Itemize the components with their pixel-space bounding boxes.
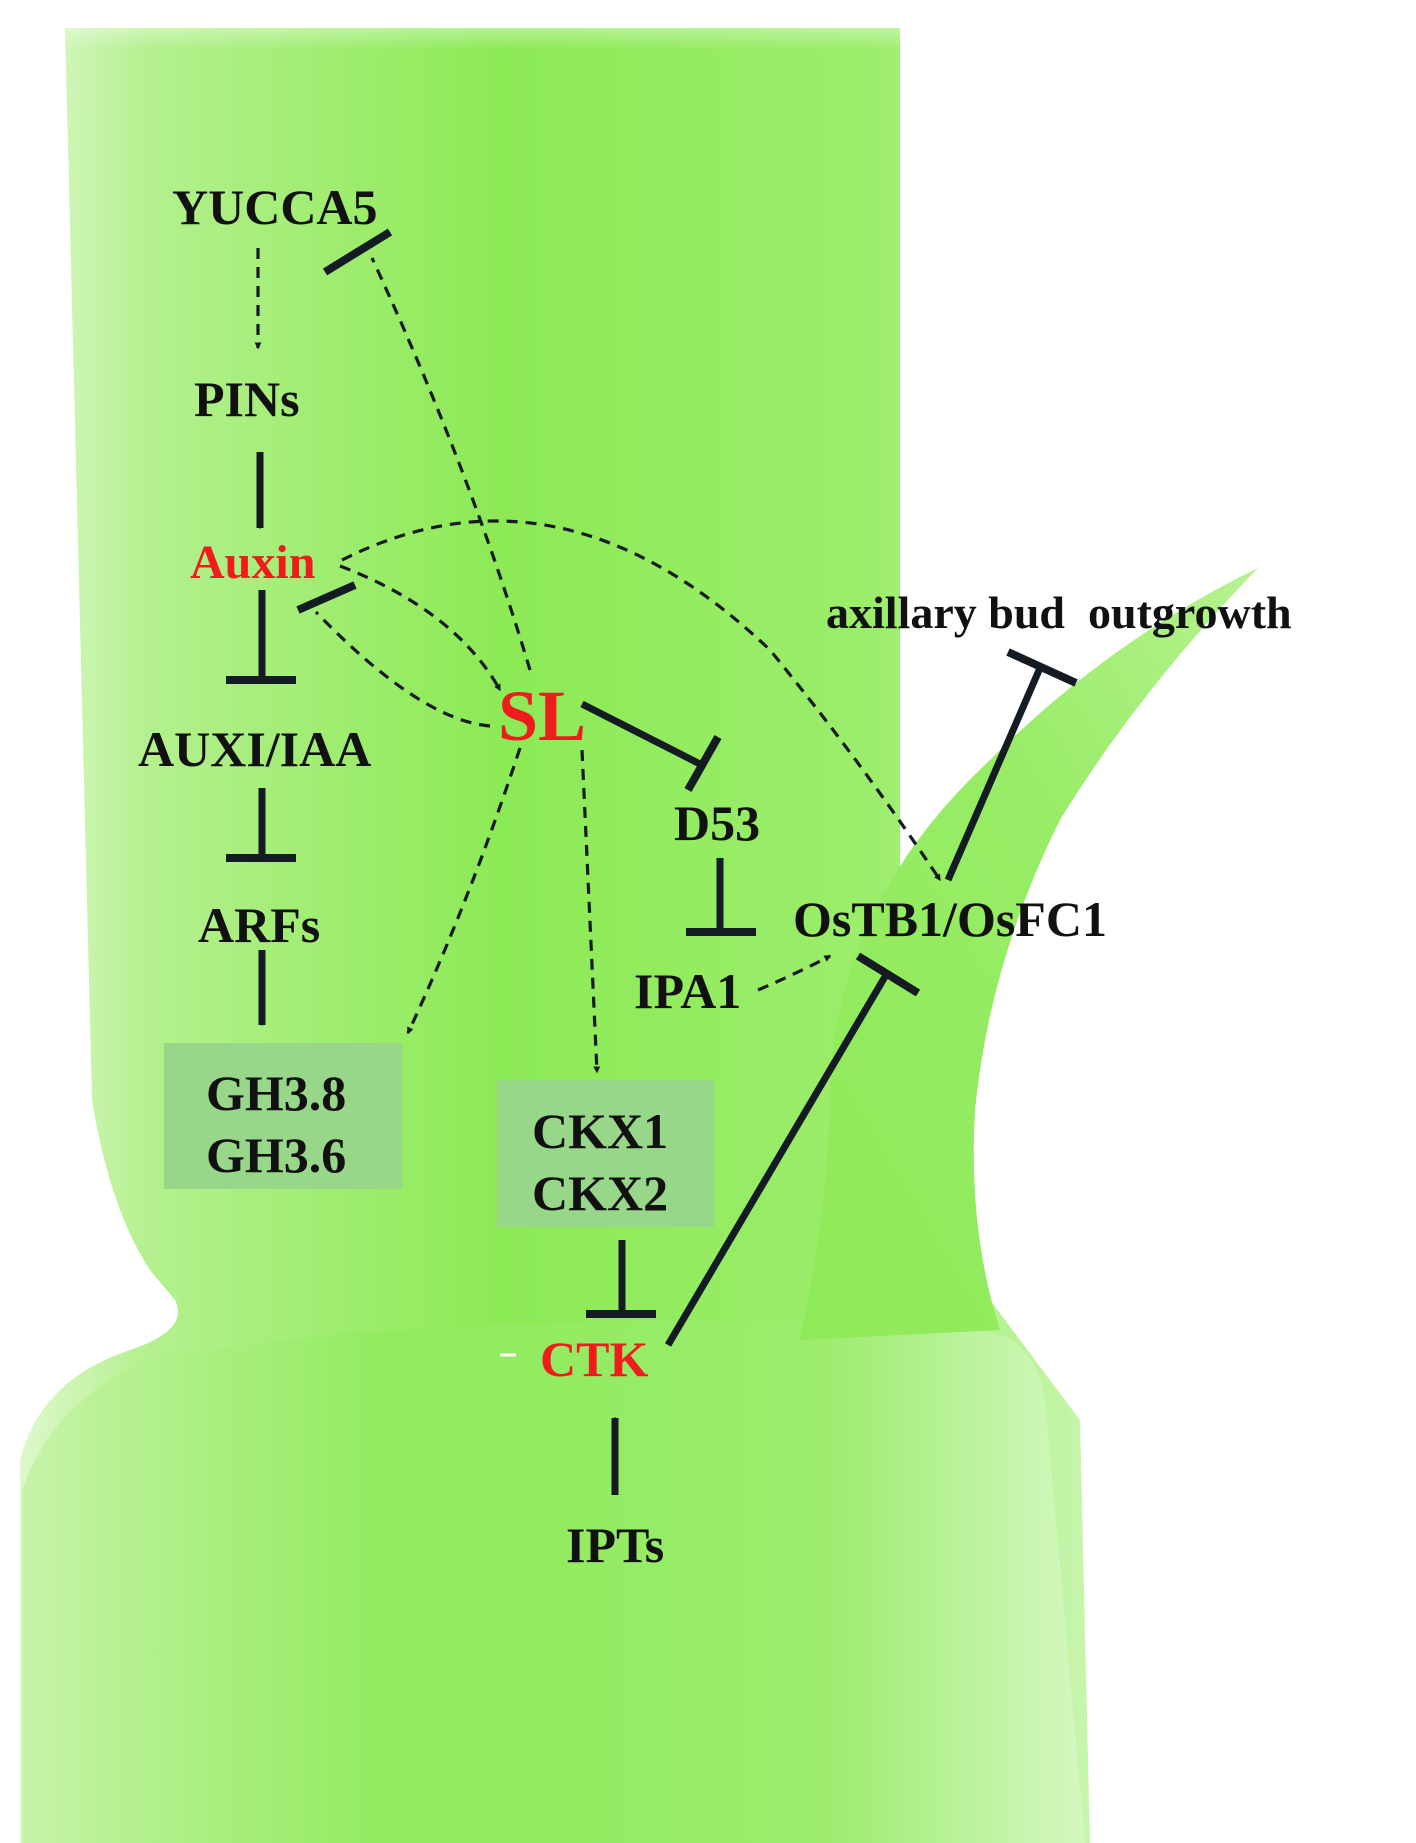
node-labels: YUCCA5 PINs Auxin AUXI/IAA ARFs GH3.8 GH… — [138, 179, 1292, 1573]
leaf-shape — [800, 568, 1258, 1340]
plant-base-node — [22, 1321, 1085, 1843]
gh3-box — [164, 1043, 402, 1189]
node-arfs: ARFs — [198, 897, 320, 953]
bar-auxin — [296, 581, 357, 614]
edge-sl-yucca5 — [370, 257, 532, 671]
node-auxi-iaa: AUXI/IAA — [138, 721, 371, 777]
edge-ostb1-bud — [944, 666, 1044, 882]
node-pins: PINs — [194, 371, 300, 427]
ckx-box — [497, 1080, 714, 1227]
node-ckx1: CKX1 — [532, 1103, 668, 1159]
edge-sl-ckx — [580, 749, 601, 1074]
bar-bud — [1006, 648, 1078, 687]
node-ipts: IPTs — [566, 1517, 664, 1573]
edge-ipa1-ostb1 — [757, 954, 832, 992]
node-ostb1: OsTB1/OsFC1 — [793, 891, 1107, 947]
node-gh36: GH3.6 — [206, 1127, 346, 1183]
node-ctk: CTK — [540, 1331, 648, 1387]
edge-sl-gh3 — [406, 747, 522, 1035]
edge-auxin-ostb1 — [341, 519, 942, 882]
node-ckx2: CKX2 — [532, 1165, 668, 1221]
node-gh38: GH3.8 — [206, 1065, 346, 1121]
edges — [226, 228, 1078, 1495]
bar-ostb1 — [855, 952, 921, 997]
node-d53: D53 — [674, 795, 760, 851]
edge-ctk-ostb1 — [664, 973, 890, 1347]
node-sl: SL — [498, 676, 586, 756]
plant-stem-highlight — [65, 28, 900, 300]
edge-auxin-sl — [339, 564, 502, 692]
node-bud: axillary bud outgrowth — [826, 587, 1292, 638]
bar-d53 — [684, 735, 722, 792]
bar-yucca5 — [322, 228, 393, 276]
node-auxin: Auxin — [190, 536, 315, 589]
node-ipa1: IPA1 — [634, 963, 741, 1019]
node-yucca5: YUCCA5 — [172, 179, 378, 235]
edge-sl-d53 — [580, 700, 704, 769]
plant-background — [20, 28, 1258, 1843]
edge-sl-auxin — [314, 610, 491, 728]
